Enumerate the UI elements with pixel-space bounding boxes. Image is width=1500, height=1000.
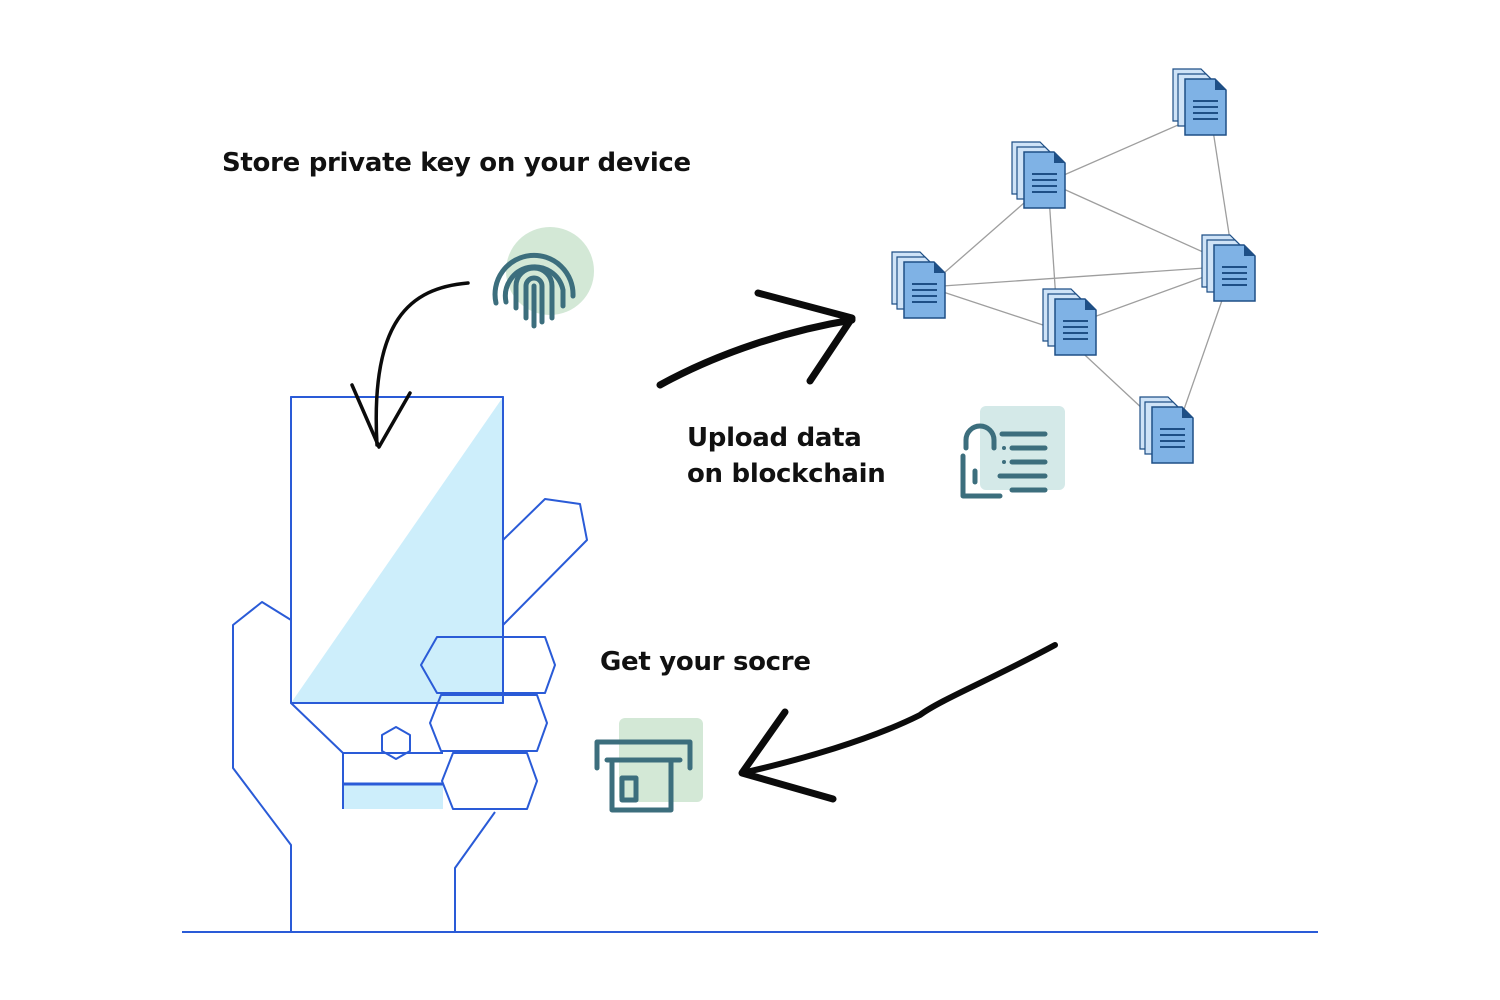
arrow-upload [656,289,856,389]
locked-document-icon [960,423,1048,499]
phone-bottom-strip [343,784,443,809]
finger-3 [441,752,538,810]
document-icon [1011,141,1066,209]
phone-screen-glare [291,397,503,703]
network-edges [927,110,1235,439]
finger-2 [429,694,548,752]
upload-label: Upload data on blockchain [687,420,886,492]
hand-with-phone [232,396,588,933]
palm-outline [232,601,496,933]
document-icon [1042,288,1097,356]
upload-label-line2: on blockchain [687,459,886,489]
store-key-label: Store private key on your device [222,148,691,178]
document-icon [1201,234,1256,302]
palm-hexagon [381,726,411,760]
arrow-score [738,642,1058,803]
atm-card-icon [594,739,693,813]
document-icon [1172,68,1227,136]
arrow-fingerprint-to-phone [350,281,470,449]
network-nodes [891,68,1256,464]
fingerprint-icon [492,252,576,329]
finger-1 [420,636,556,694]
get-score-label: Get your socre [600,647,811,677]
upload-label-line1: Upload data [687,423,862,453]
document-icon [891,251,946,319]
thumb-outline [502,498,588,626]
